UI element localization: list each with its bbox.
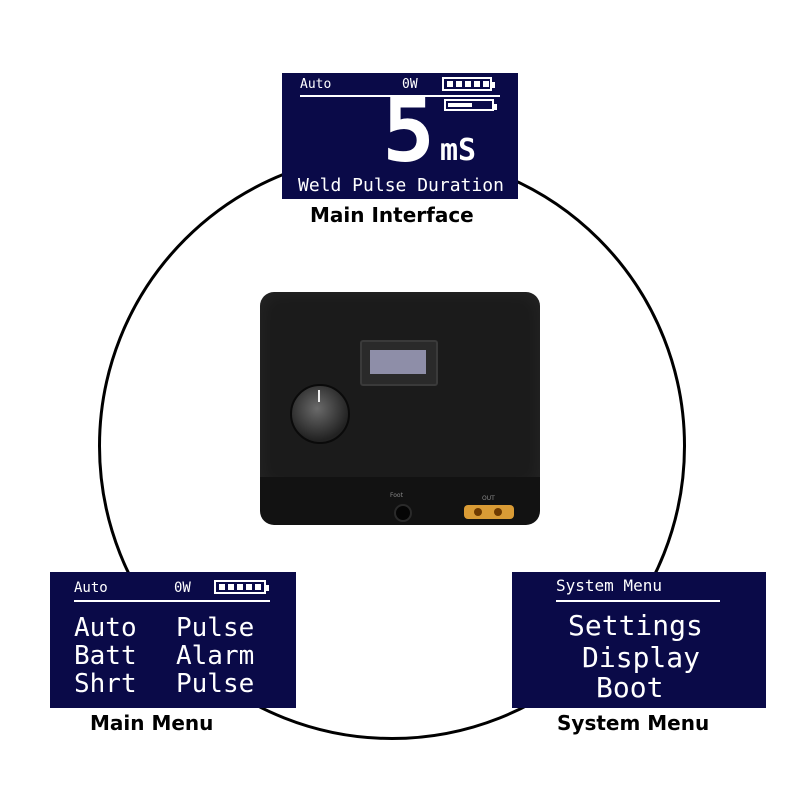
pulse-unit: mS (440, 133, 477, 168)
menu-item-settings[interactable]: Settings (568, 609, 703, 642)
menu-item-boot[interactable]: Boot (596, 671, 664, 704)
battery-icon (214, 580, 269, 594)
divider (300, 95, 500, 97)
main-interface-caption: Main Interface (310, 203, 474, 227)
connector-pin-right (494, 508, 502, 516)
menu-item-display[interactable]: Display (582, 641, 701, 674)
system-menu-title: System Menu (556, 576, 662, 595)
menu-item-alarm[interactable]: Alarm (176, 641, 255, 671)
menu-item-pulse-2[interactable]: Pulse (176, 669, 255, 699)
knob-indicator (318, 390, 320, 402)
pulse-value: 5 (382, 79, 435, 182)
foot-port-label: Foot (390, 492, 403, 499)
connector-pin-left (474, 508, 482, 516)
foot-pedal-jack (394, 504, 412, 522)
main-menu-caption: Main Menu (90, 711, 214, 735)
rotary-knob[interactable] (290, 384, 350, 444)
menu-item-pulse[interactable]: Pulse (176, 613, 255, 643)
mode-label: Auto (300, 77, 332, 92)
weld-pulse-duration-label: Weld Pulse Duration (298, 175, 504, 196)
battery-icon (442, 77, 495, 91)
power-readout: 0W (174, 580, 191, 596)
power-readout: 0W (402, 77, 418, 92)
divider (556, 600, 720, 602)
system-menu-caption: System Menu (557, 711, 710, 735)
out-port-label: OUT (482, 495, 495, 502)
main-menu-lcd: Auto 0W Auto Pulse Batt Alarm Shrt Pulse (50, 572, 296, 708)
menu-item-auto[interactable]: Auto (74, 613, 137, 643)
spot-welder-device: Foot OUT (260, 292, 540, 525)
mode-label: Auto (74, 580, 108, 596)
device-screen-display (370, 350, 426, 374)
main-interface-lcd: Auto 0W 5 mS Weld Pulse Duration (282, 73, 518, 199)
pulse-level-bar (444, 99, 497, 111)
menu-item-batt[interactable]: Batt (74, 641, 137, 671)
menu-item-shrt[interactable]: Shrt (74, 669, 137, 699)
device-screen (360, 340, 438, 386)
system-menu-lcd: System Menu Settings Display Boot (512, 572, 766, 708)
divider (74, 600, 270, 602)
output-connector (464, 505, 514, 519)
